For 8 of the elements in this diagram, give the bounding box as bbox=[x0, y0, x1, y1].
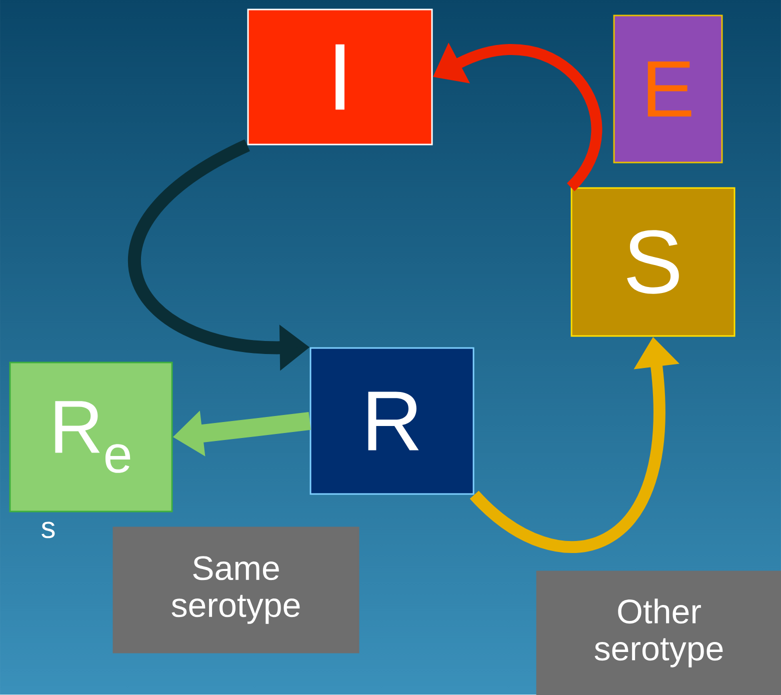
label-box: Other serotype bbox=[536, 570, 781, 695]
state-box: S bbox=[570, 187, 736, 337]
state-box: R$_{e}$ bbox=[9, 362, 173, 512]
state-box: I bbox=[247, 8, 433, 146]
state-box: R bbox=[310, 347, 474, 495]
label-box: Same serotype bbox=[112, 526, 360, 654]
state-box: E bbox=[613, 14, 723, 164]
beside-text: s bbox=[42, 522, 55, 538]
